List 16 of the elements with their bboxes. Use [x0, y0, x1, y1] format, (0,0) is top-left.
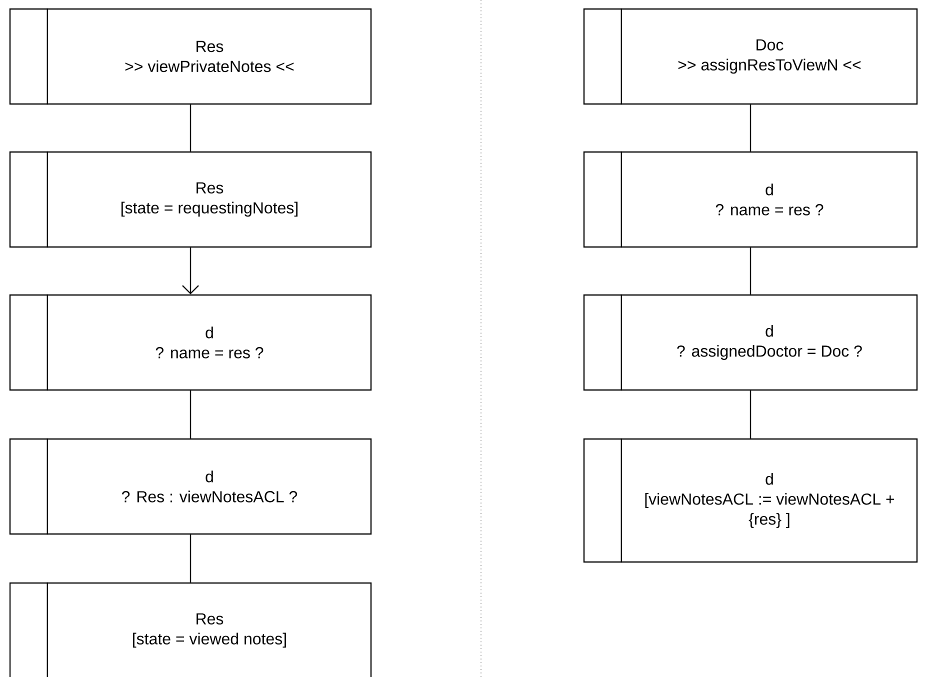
- process-box: d ? assignedDoctor = Doc ?: [583, 294, 918, 391]
- process-box: d ? name = res ?: [9, 294, 372, 391]
- process-box: Res [state = viewed notes]: [9, 582, 372, 677]
- process-box: Doc >> assignResToViewN <<: [583, 8, 918, 105]
- connector: [750, 390, 752, 438]
- process-box: d ? Res : viewNotesACL ?: [9, 438, 372, 535]
- process-box: d ? name = res ?: [583, 151, 918, 248]
- connector: [750, 248, 752, 294]
- connector: [190, 390, 192, 438]
- connector: [750, 104, 752, 152]
- connector: [190, 534, 192, 582]
- connector: [190, 104, 192, 152]
- process-box: d [viewNotesACL := viewNotesACL + {res} ]: [583, 438, 918, 563]
- process-box: Res >> viewPrivateNotes <<: [9, 8, 372, 105]
- process-box: Res [state = requestingNotes]: [9, 151, 372, 248]
- connector: [182, 248, 199, 294]
